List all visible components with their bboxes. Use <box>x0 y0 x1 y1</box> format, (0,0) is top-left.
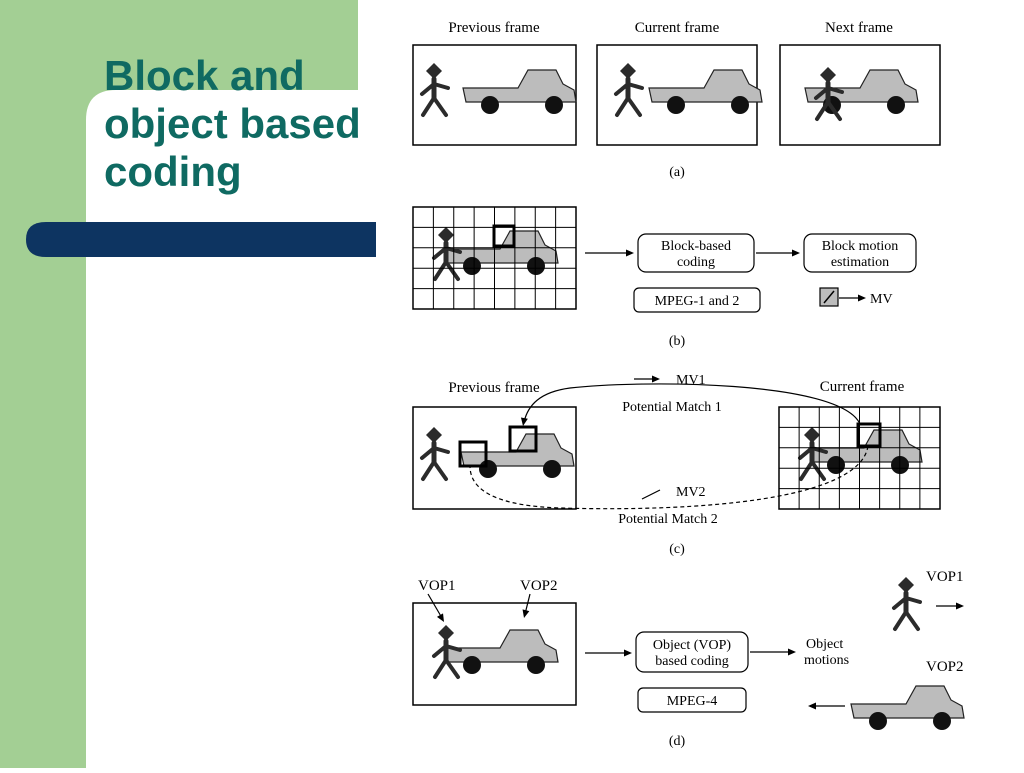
box-block-based-coding <box>637 233 755 273</box>
curve-match-1 <box>523 383 861 425</box>
arrowhead-mv1 <box>652 375 660 383</box>
label-potential-match-2: Potential Match 2 <box>618 512 718 527</box>
title-line-2: object based <box>104 100 361 147</box>
label-mv2: MV2 <box>676 485 706 500</box>
person-d-right <box>894 577 920 629</box>
label-vop1-left: VOP1 <box>418 578 456 594</box>
title-line-1: Block and <box>104 52 305 99</box>
box-mpeg-4 <box>637 687 747 713</box>
label-potential-match-1: Potential Match 1 <box>622 400 722 415</box>
label-vop2-right: VOP2 <box>926 659 964 675</box>
label-object-motions-line2: motions <box>804 653 849 668</box>
box-object-vop-coding-line2: based coding <box>655 654 728 669</box>
arrowhead-mv <box>858 294 866 302</box>
box-block-based-coding-line1: Block-based <box>661 239 731 254</box>
mv-block-vector <box>823 290 835 304</box>
green-curve <box>86 90 116 120</box>
box-mpeg-1-and-2 <box>633 287 761 313</box>
label-vop1-right: VOP1 <box>926 569 964 585</box>
arrowhead-b1 <box>626 249 634 257</box>
label-mpeg-4: MPEG-4 <box>667 694 718 709</box>
highlight-block-b <box>492 224 516 248</box>
label-previous-frame-a: Previous frame <box>448 20 540 36</box>
label-mpeg-1-and-2: MPEG-1 and 2 <box>655 294 740 309</box>
label-previous-frame-c: Previous frame <box>448 380 540 396</box>
match-block-2 <box>458 440 488 468</box>
target-block-c <box>856 422 882 448</box>
panel-d: VOP1 VOP2 Object (VOP) based coding Obje… <box>412 569 965 749</box>
pointer-vop1 <box>427 593 443 619</box>
label-mv: MV <box>870 292 893 307</box>
label-current-frame-c: Current frame <box>820 379 905 395</box>
green-top-band <box>86 0 358 90</box>
caption-b: (b) <box>669 334 686 349</box>
panel-a: Previous frame Current frame Next frame … <box>412 20 941 180</box>
box-block-motion-estimation-line2: estimation <box>831 255 889 270</box>
curve-match-2 <box>469 445 869 510</box>
match-block-1 <box>508 425 538 453</box>
arrowhead-d2 <box>788 648 796 656</box>
caption-d: (d) <box>669 734 686 749</box>
arrowhead-b2 <box>792 249 800 257</box>
title-line-3: coding <box>104 148 242 195</box>
label-current-frame-a: Current frame <box>635 20 720 36</box>
arrowhead-vop2-motion <box>808 702 816 710</box>
caption-a: (a) <box>669 165 685 180</box>
truck-d-right <box>850 685 965 731</box>
box-block-motion-estimation <box>803 233 917 273</box>
panel-c: Previous frame Current frame MV1 Potenti… <box>412 373 941 557</box>
label-mv1: MV1 <box>676 373 706 388</box>
box-object-vop-coding-line1: Object (VOP) <box>653 638 731 653</box>
caption-c: (c) <box>669 542 685 557</box>
panel-b: Block-based coding Block motion estimati… <box>412 206 917 349</box>
green-sidebar <box>0 0 86 768</box>
arrowhead-d1 <box>624 649 632 657</box>
arrowhead-vop1-motion <box>956 602 964 610</box>
slide-title: Block and object based coding <box>104 52 394 196</box>
box-block-motion-estimation-line1: Block motion <box>822 239 899 254</box>
box-object-vop-coding <box>635 631 749 673</box>
label-next-frame-a: Next frame <box>825 20 893 36</box>
label-vop2-left: VOP2 <box>520 578 558 594</box>
box-block-based-coding-line2: coding <box>677 255 715 270</box>
arrow-mv2 <box>641 489 661 500</box>
navy-bar <box>26 222 376 257</box>
label-object-motions-line1: Object <box>806 637 843 652</box>
